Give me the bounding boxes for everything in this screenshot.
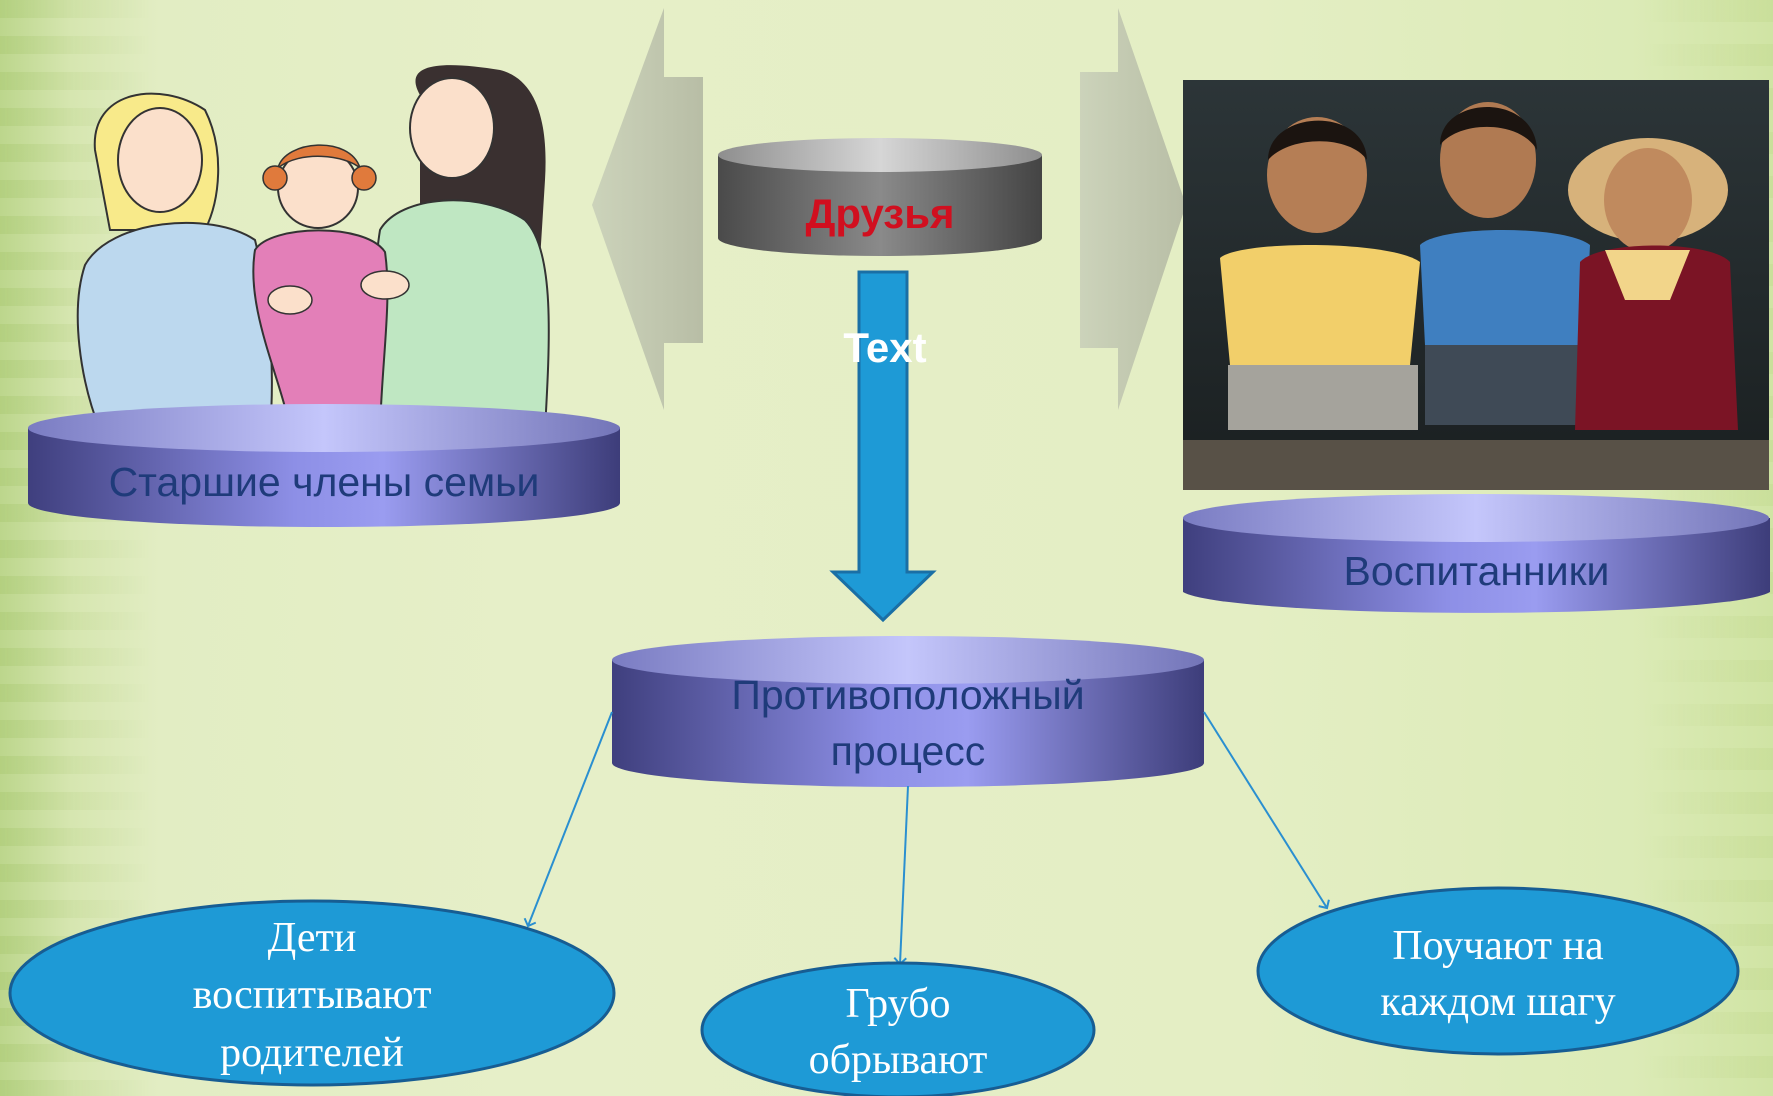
center-box-label: Друзья [805,190,955,237]
connector-lines [523,711,1330,966]
left-arrow-shape [592,8,703,410]
right-box-label: Воспитанники [1343,548,1610,594]
right-arrow-shape [1080,8,1186,410]
arrow-overlay-text: Text [843,324,927,371]
children-photo [1183,80,1769,490]
family-illustration [76,65,550,431]
left-cylinder [28,404,620,527]
center-cylinder [718,138,1042,256]
down-arrow-shape [829,270,937,623]
oval-1-line-1: Дети [267,915,357,961]
right-cylinder [1183,494,1770,613]
middle-cylinder [612,636,1204,787]
oval-2-line-1: Грубо [845,981,951,1027]
oval-2-line-2: обрывают [808,1037,988,1083]
middle-box-line1: Противоположный [731,672,1085,718]
left-box-label: Старшие члены семьи [108,459,540,505]
oval-3-line-1: Поучают на [1392,923,1604,969]
oval-shapes [8,886,1740,1096]
middle-box-line2: процесс [830,728,986,774]
oval-1-line-3: родителей [220,1030,404,1076]
oval-1-line-2: воспитывают [192,972,432,1018]
oval-3-line-2: каждом шагу [1380,979,1616,1025]
